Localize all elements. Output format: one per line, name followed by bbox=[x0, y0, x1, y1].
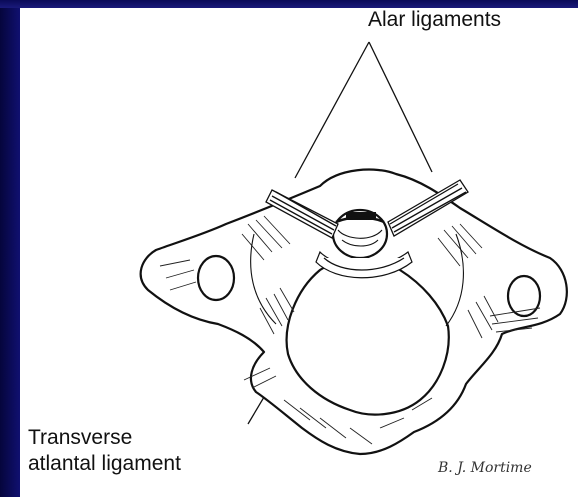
transverse-label-line2: atlantal ligament bbox=[28, 452, 181, 476]
illustration-panel: Alar ligaments Transverse atlantal ligam… bbox=[20, 8, 578, 497]
artist-signature: B. J. Mortime bbox=[438, 460, 532, 476]
left-background-band bbox=[0, 0, 20, 497]
transverse-label-line1: Transverse bbox=[28, 426, 132, 450]
atlas-vertebra-illustration bbox=[20, 8, 578, 497]
alar-leader-left bbox=[295, 42, 369, 178]
alar-leader-right bbox=[369, 42, 432, 172]
top-background-band bbox=[0, 0, 578, 8]
alar-ligaments-label: Alar ligaments bbox=[368, 8, 501, 32]
